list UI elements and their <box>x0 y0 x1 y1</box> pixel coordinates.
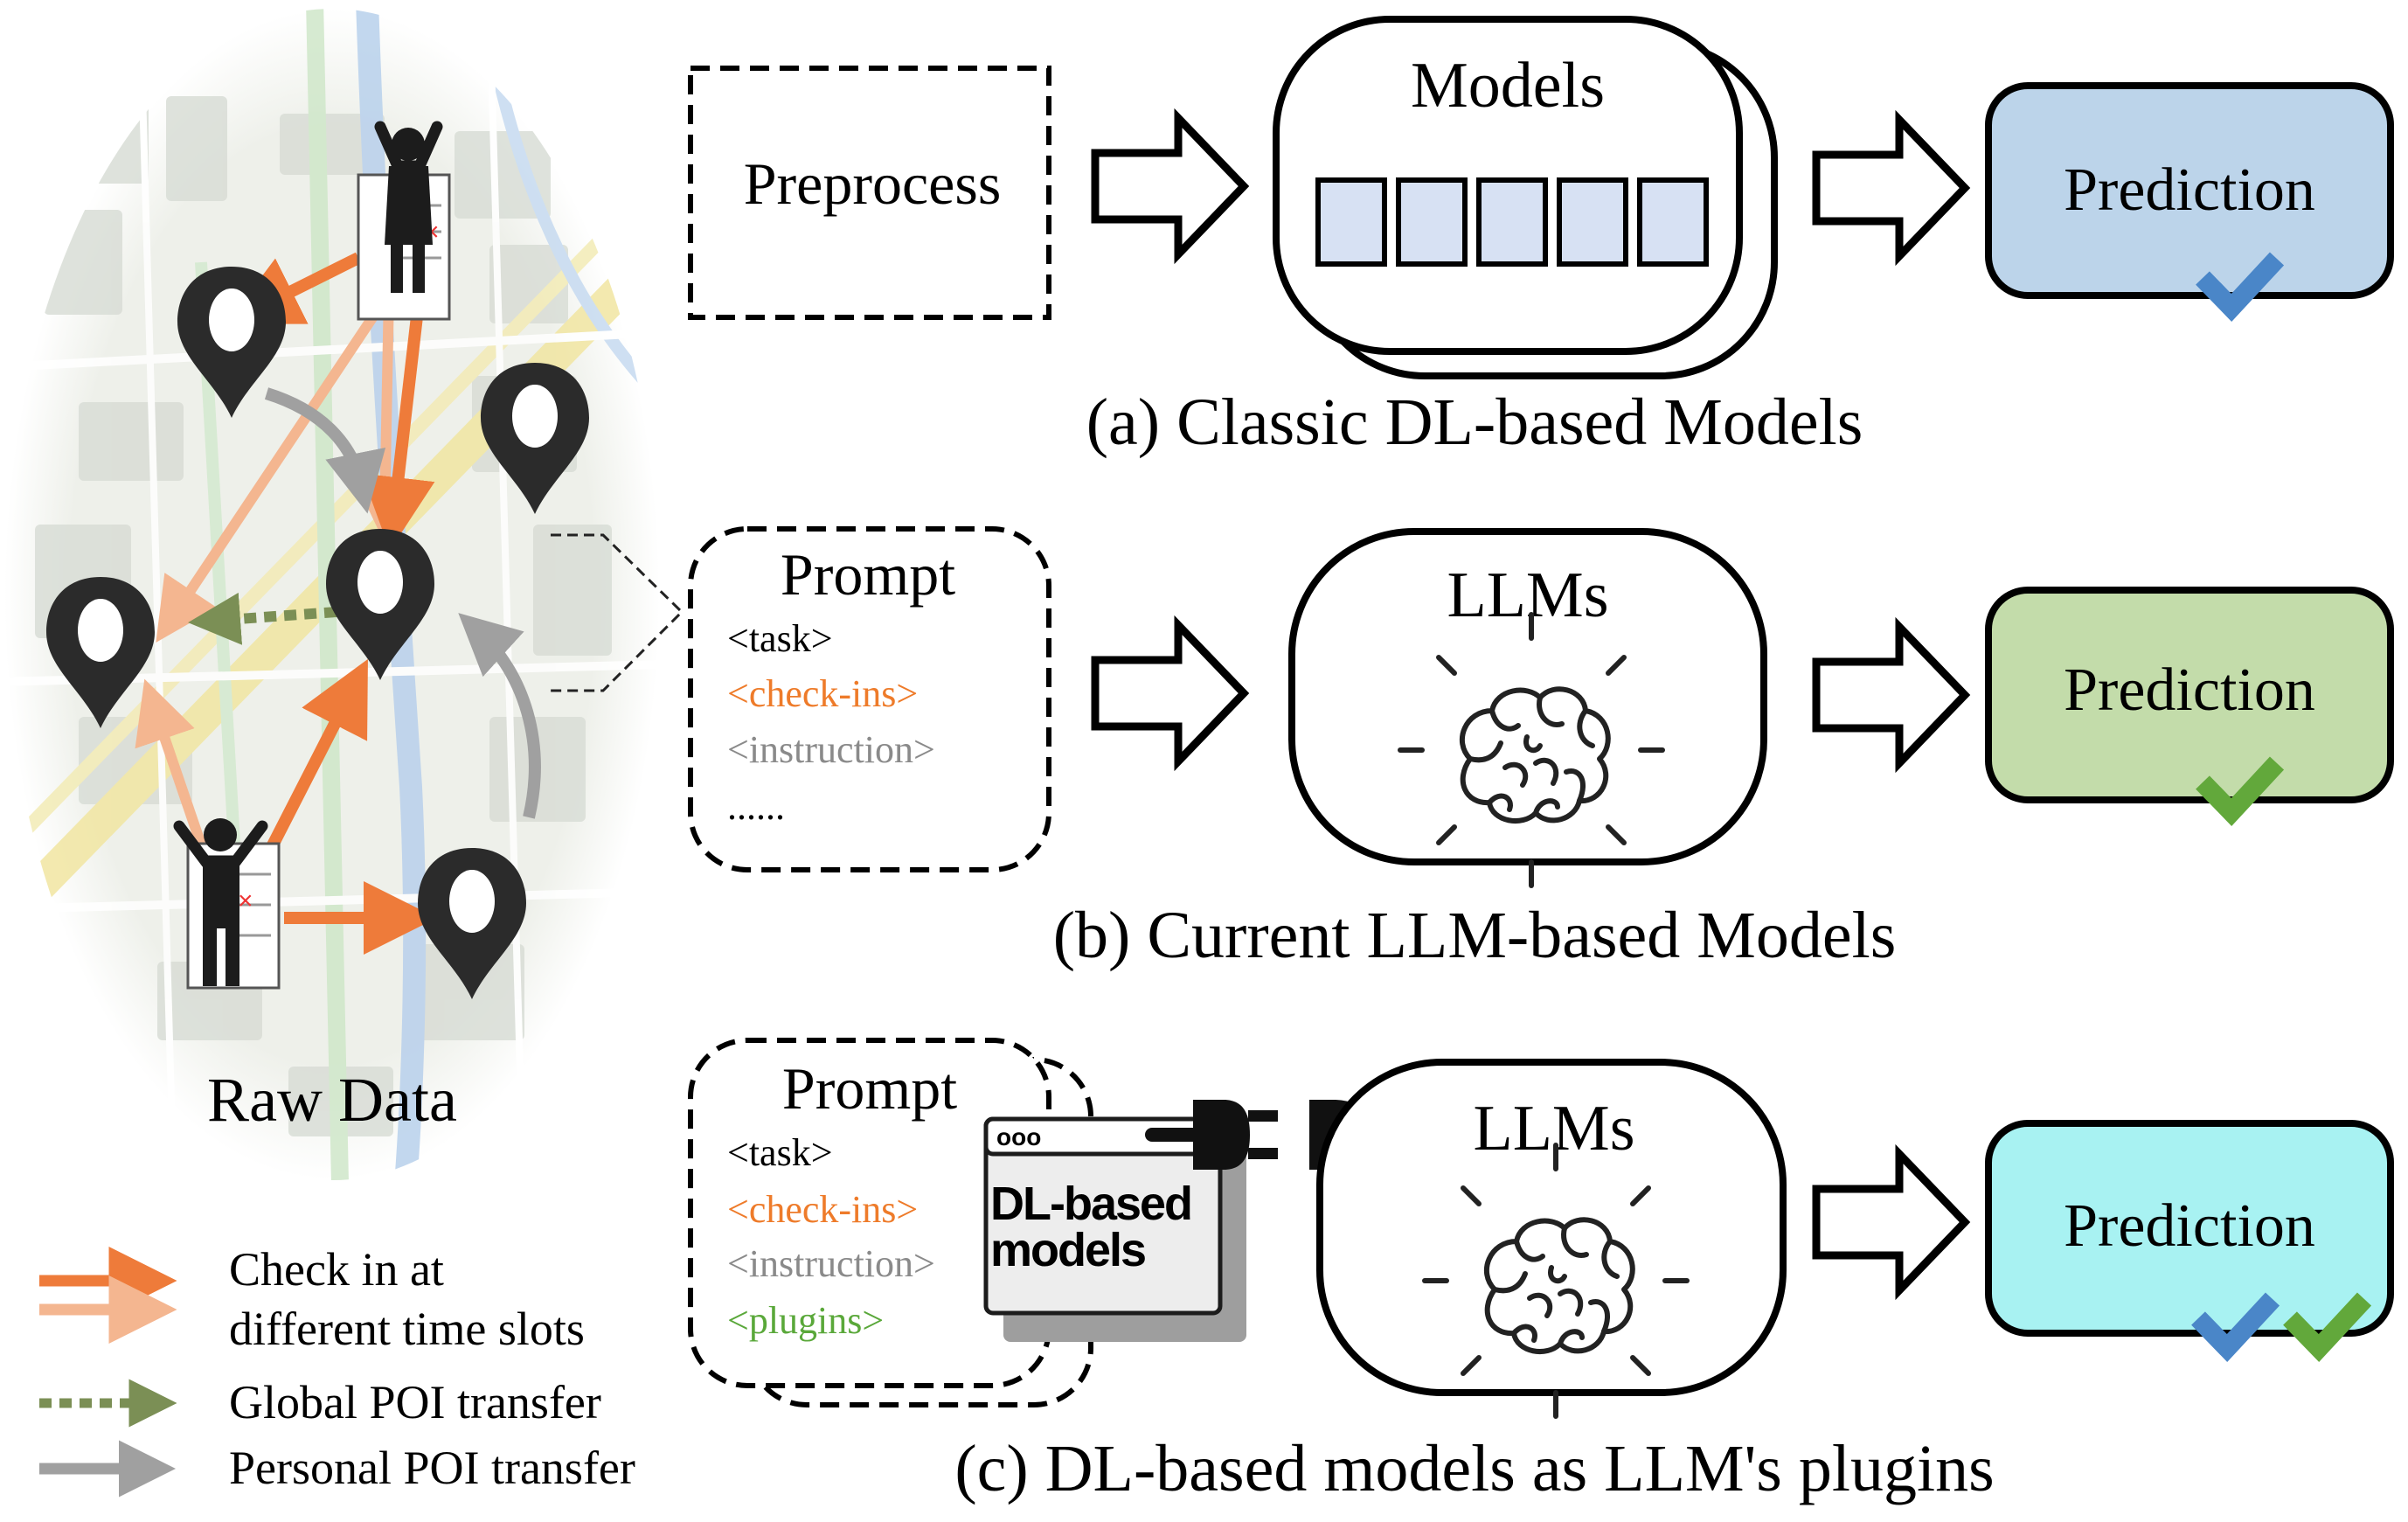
preprocess-box <box>688 66 1051 320</box>
caption-b: (b) Current LLM-based Models <box>1053 899 1897 972</box>
prompt-line-task: <task> <box>727 617 833 660</box>
llms-label-b: LLMs <box>1447 559 1609 631</box>
model-cells <box>1315 177 1709 267</box>
prompt-connector <box>551 533 684 692</box>
model-cell <box>1396 177 1468 267</box>
raw-data-map: × × Raw Data <box>4 9 660 1180</box>
model-cell <box>1637 177 1709 267</box>
svg-text:×: × <box>238 886 253 915</box>
prompt-box-b <box>688 526 1051 872</box>
prompt-line-instruction: <instruction> <box>727 728 935 771</box>
models-label: Models <box>1411 50 1605 122</box>
prompt-title-b: Prompt <box>781 541 955 608</box>
prompt-line-instruction: <instruction> <box>727 1242 935 1285</box>
block-arrow-icon <box>1816 627 1965 763</box>
checkmark-icon <box>2196 756 2285 826</box>
llms-box-c <box>1316 1059 1787 1396</box>
personal-transfer-arrow <box>458 613 541 819</box>
window-dots: ooo <box>996 1123 1041 1150</box>
global-transfer-arrow <box>188 592 337 645</box>
checkin-arrow-light <box>353 292 417 542</box>
checkmark-icon <box>2196 252 2285 322</box>
plug-icon <box>1145 1100 1278 1170</box>
prompt-line-checkins: <check-ins> <box>727 1188 918 1231</box>
legend-checkin-line2: different time slots <box>229 1303 585 1355</box>
model-cell <box>1557 177 1628 267</box>
legend-personal-text: Personal POI transfer <box>229 1442 635 1494</box>
legend-checkin-line1: Check in at <box>229 1243 444 1296</box>
prediction-label-a: Prediction <box>2064 156 2315 224</box>
legend-global-text: Global POI transfer <box>229 1376 601 1428</box>
personal-transfer-arrow <box>264 387 386 514</box>
window-icon: ooo DL-based models <box>983 1116 1246 1342</box>
block-arrow-icon <box>1095 118 1244 254</box>
prompt-title-c: Prompt <box>782 1055 957 1122</box>
row-c: Prompt <task> <check-ins> <instruction> … <box>688 1038 2394 1505</box>
prompt-line-checkins: <check-ins> <box>727 672 918 715</box>
prompt-line-ellipsis: ...... <box>727 785 785 828</box>
prediction-box-a <box>1985 82 2394 299</box>
prediction-label-b: Prediction <box>2064 657 2315 724</box>
person-checkin-icon: × <box>357 121 451 321</box>
plugin-label-line1: DL-based <box>990 1178 1191 1230</box>
model-cell <box>1476 177 1548 267</box>
prediction-label-c: Prediction <box>2064 1192 2315 1260</box>
block-arrow-icon <box>1816 120 1965 256</box>
prediction-box-b <box>1985 587 2394 803</box>
llms-box-b <box>1288 528 1767 865</box>
block-arrow-icon <box>1095 625 1244 761</box>
caption-a: (a) Classic DL-based Models <box>1086 386 1863 459</box>
preprocess-label: Preprocess <box>744 150 1002 217</box>
checkmark-icon <box>2191 1292 2280 1362</box>
checkmark-icon <box>2283 1292 2372 1362</box>
prompt-line-plugins: <plugins> <box>727 1299 884 1342</box>
caption-c: (c) DL-based models as LLM's plugins <box>954 1432 1994 1505</box>
row-b: Prompt <task> <check-ins> <instruction> … <box>688 526 2394 972</box>
prompt-line-task: <task> <box>727 1131 833 1174</box>
person-checkin-icon: × <box>173 818 281 990</box>
legend: Check in at different time slots Global … <box>39 1243 635 1498</box>
prediction-box-c <box>1985 1120 2394 1337</box>
checkin-arrow-light <box>156 289 393 643</box>
model-cell <box>1315 177 1387 267</box>
block-arrow-icon <box>1816 1154 1965 1290</box>
raw-data-label: Raw Data <box>207 1065 457 1135</box>
plugin-label-line2: models <box>990 1224 1145 1276</box>
row-a: Preprocess Models Prediction (a) Classic… <box>688 16 2394 459</box>
